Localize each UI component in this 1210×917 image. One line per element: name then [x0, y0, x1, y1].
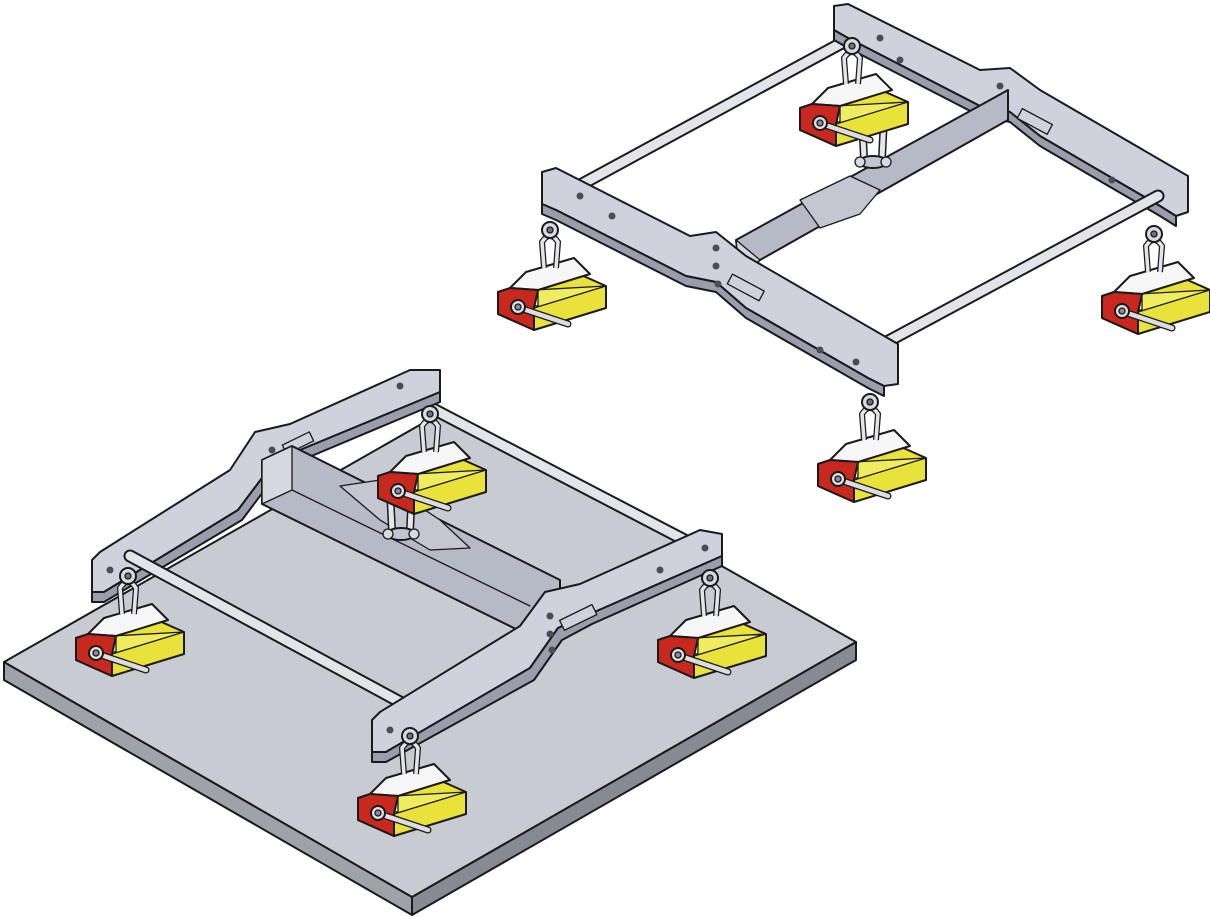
magnet-lifter: [1102, 226, 1210, 334]
cross-bar-front: [861, 189, 1165, 359]
frame-side-beam-right: [371, 529, 723, 763]
center-beam: [261, 445, 561, 637]
lifting-beam-on-plate: [3, 369, 857, 916]
magnet-lifter: [818, 394, 926, 502]
lifting-beam-suspended: [498, 3, 1210, 502]
frame-side-beam-back: [833, 3, 1189, 227]
frame-side-beam-front: [541, 167, 899, 397]
cross-bar-back: [405, 391, 707, 555]
cross-bar-back: [553, 25, 869, 203]
cross-bar-front: [123, 549, 407, 709]
frame-side-beam-left: [91, 369, 441, 603]
